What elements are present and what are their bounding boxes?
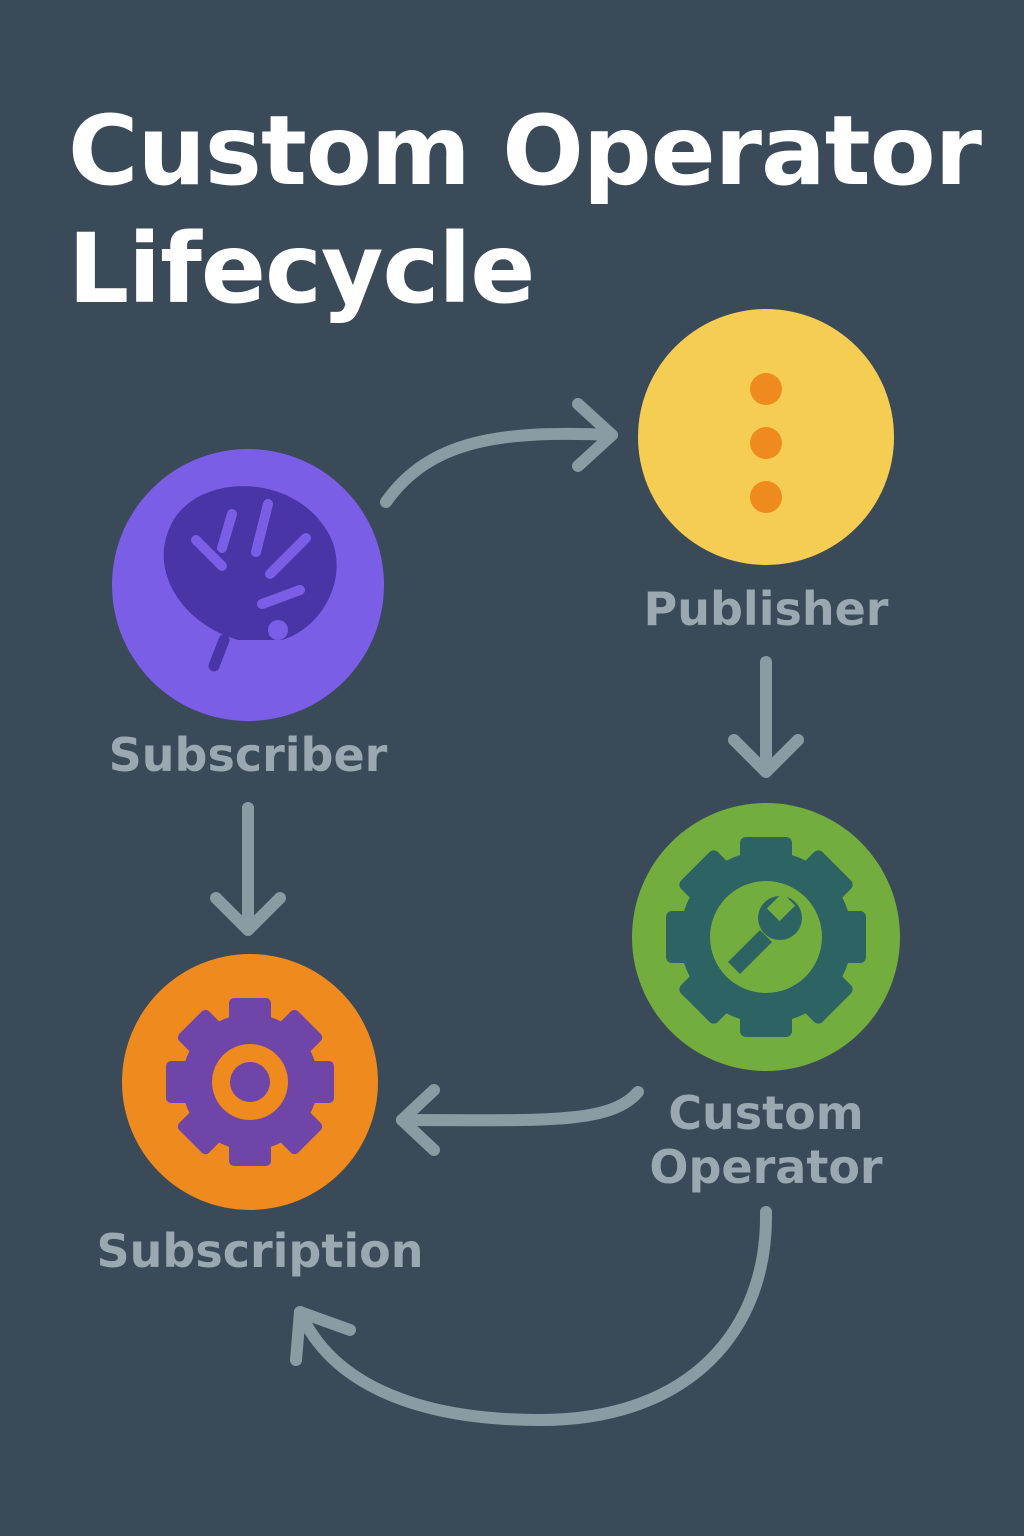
custom-operator-label-line-1: Custom — [668, 1086, 864, 1140]
arrow-subscriber-to-subscription — [210, 802, 286, 936]
arrow-custom-operator-to-subscription — [396, 1084, 644, 1156]
custom-operator-node[interactable] — [632, 803, 900, 1071]
subscription-node[interactable] — [122, 954, 378, 1210]
title-line-2: Lifecycle — [68, 213, 535, 325]
gear-icon — [166, 998, 334, 1166]
custom-operator-label: Custom Operator — [606, 1086, 926, 1194]
title-line-1: Custom Operator — [68, 95, 982, 207]
custom-operator-label-line-2: Operator — [649, 1140, 883, 1194]
page-title: Custom Operator Lifecycle — [68, 92, 988, 328]
publisher-node[interactable] — [638, 309, 894, 565]
vertical-dots-icon — [750, 373, 782, 513]
arrow-loop-back-to-subscription — [290, 1206, 773, 1426]
subscriber-label: Subscriber — [108, 728, 388, 782]
arrow-publisher-to-custom-operator — [728, 656, 804, 778]
wrench-icon — [728, 892, 802, 974]
monstera-leaf-icon — [163, 486, 337, 672]
subscription-label: Subscription — [96, 1224, 424, 1278]
subscriber-node[interactable] — [112, 449, 384, 721]
publisher-label: Publisher — [643, 582, 889, 636]
gear-wrench-icon — [666, 837, 866, 1037]
arrow-subscriber-to-publisher — [380, 398, 618, 508]
